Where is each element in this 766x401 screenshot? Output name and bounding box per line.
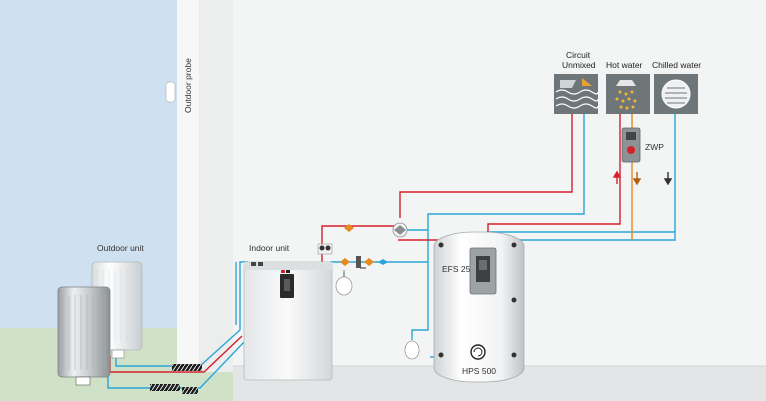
flow-arrows [612,170,673,186]
valve-group [340,224,388,269]
efs-module [469,247,497,295]
house-wall-exterior [177,0,199,372]
outdoor-probe-label: Outdoor probe [183,58,193,113]
tank-circulator-icon [470,344,486,360]
storage-tank [433,231,525,383]
circuit-unmixed-tile [554,74,599,114]
safety-group [317,243,333,255]
chilled-water-label: Chilled water [652,60,701,70]
small-expansion-vessel [404,340,420,360]
wall-vent-lower-2 [182,387,198,394]
wall-vent-upper [172,364,202,371]
arrow-down-dark-icon [663,172,673,186]
indoor-unit [243,261,333,381]
chilled-water-tile [654,74,698,114]
sky [0,0,178,330]
arrow-down-orange-icon [632,172,642,186]
efs-label: EFS 25 [442,264,471,274]
outdoor-probe-sensor [165,81,176,103]
zwp-pump [621,127,641,163]
circuit-label-line2: Unmixed [562,60,596,70]
hot-water-label: Hot water [606,60,643,70]
circuit-label-line1: Circuit [566,50,591,60]
outdoor-unit-label: Outdoor unit [97,243,144,253]
outdoor-probe: Outdoor probe [165,58,193,113]
arrow-up-red-icon [612,170,622,184]
tank-label: HPS 500 [462,366,496,376]
zwp-label: ZWP [645,142,664,152]
outdoor-unit-front [57,286,111,386]
wall-vent-lower [150,384,180,391]
wall-inner-edge [199,0,233,372]
indoor-unit-label: Indoor unit [249,243,290,253]
three-way-valve [392,222,408,238]
expansion-vessel [335,270,353,296]
hot-water-tile [606,74,650,114]
